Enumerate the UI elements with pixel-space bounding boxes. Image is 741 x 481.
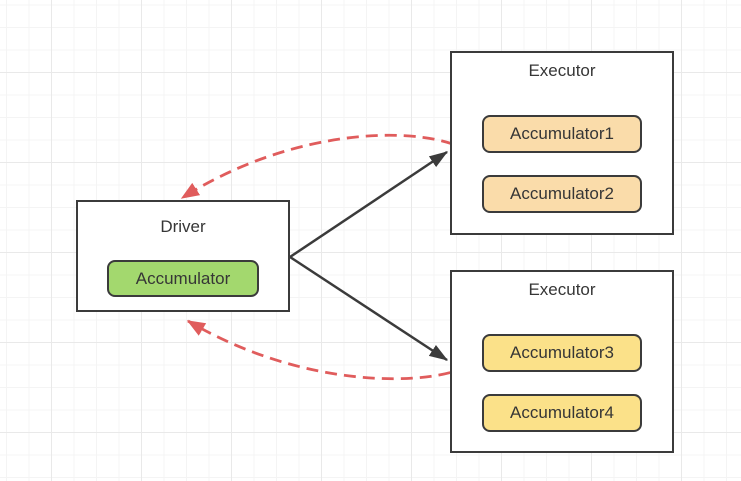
edge-driver-to-executor-top[interactable] (289, 150, 449, 259)
edge-executor-bottom-to-driver[interactable] (186, 319, 469, 381)
accumulator2-chip[interactable]: Accumulator2 (482, 175, 642, 213)
executor-node-bottom[interactable]: Executor Accumulator3 Accumulator4 (450, 270, 674, 453)
edge-driver-to-executor-bottom[interactable] (289, 255, 449, 362)
executor-top-title: Executor (528, 61, 596, 80)
accumulator4-chip[interactable]: Accumulator4 (482, 394, 642, 432)
edge-executor-top-to-driver[interactable] (180, 133, 471, 200)
executor-bottom-title: Executor (528, 280, 596, 299)
executor-node-top[interactable]: Executor Accumulator1 Accumulator2 (450, 51, 674, 235)
driver-accumulator-chip[interactable]: Accumulator (107, 260, 259, 297)
driver-title: Driver (160, 217, 206, 236)
accumulator3-chip[interactable]: Accumulator3 (482, 334, 642, 372)
driver-node[interactable]: Driver Accumulator (76, 200, 290, 312)
accumulator1-chip[interactable]: Accumulator1 (482, 115, 642, 153)
